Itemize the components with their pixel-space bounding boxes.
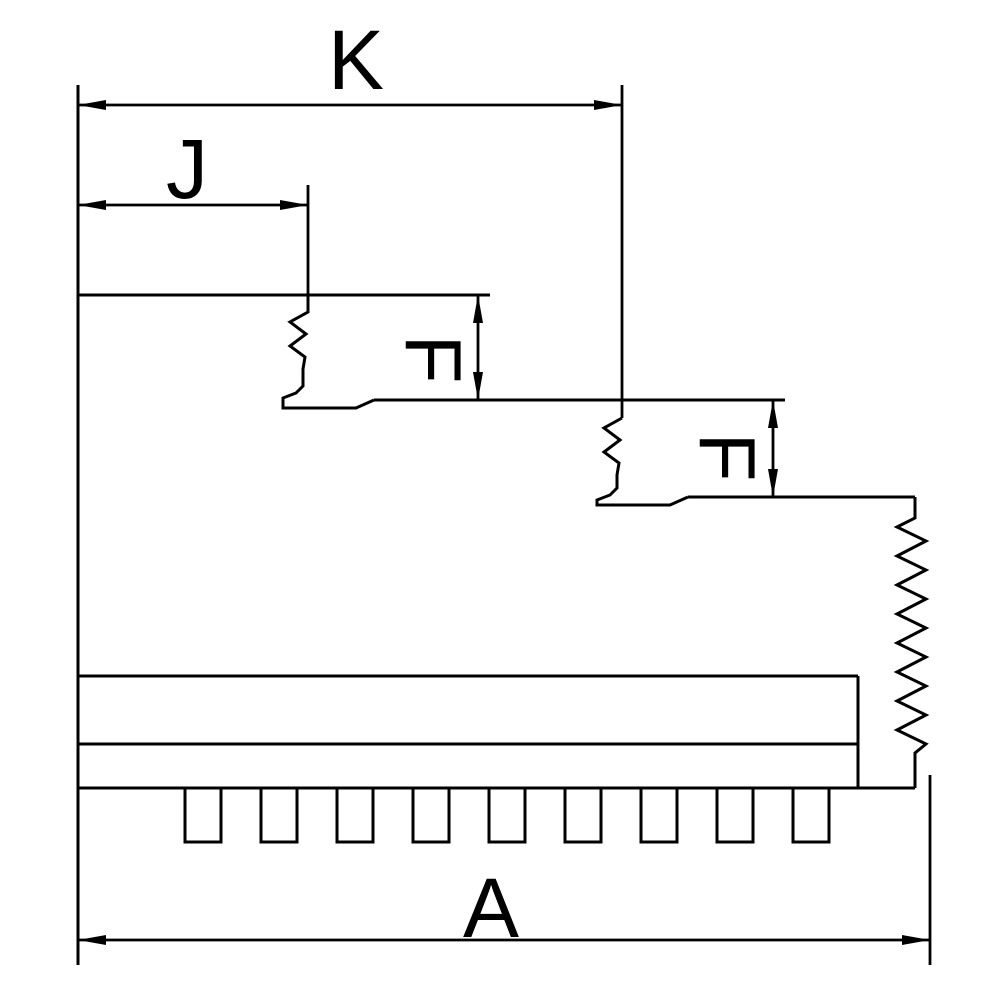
dimension-f2-arrow-top bbox=[768, 400, 778, 428]
dimension-j-label: J bbox=[166, 122, 208, 216]
dimension-a-arrow-right bbox=[902, 935, 930, 945]
dimension-f1-arrow-top bbox=[473, 295, 483, 323]
dimension-k: K bbox=[78, 13, 622, 110]
dimension-f-step2: F bbox=[683, 400, 778, 497]
dimension-k-label: K bbox=[328, 13, 384, 107]
dimension-f2-label: F bbox=[683, 433, 772, 482]
side-guide-groove bbox=[78, 674, 860, 788]
dimension-a-arrow-left bbox=[78, 935, 106, 945]
dimension-a: A bbox=[78, 861, 930, 955]
first-step-serrated-face bbox=[281, 295, 375, 410]
dimension-j-arrow-left bbox=[78, 200, 106, 210]
jaw-profile-outline bbox=[76, 85, 930, 965]
dimension-f-step1: F bbox=[389, 295, 483, 400]
dimension-f1-arrow-bottom bbox=[473, 372, 483, 400]
dimension-k-arrow-left bbox=[78, 100, 106, 110]
bottom-serration-teeth bbox=[183, 788, 831, 844]
second-step-serrated-face bbox=[595, 416, 689, 507]
dimension-f1-label: F bbox=[389, 335, 478, 384]
rear-mounting-serration bbox=[893, 497, 930, 788]
dimension-f2-arrow-bottom bbox=[768, 469, 778, 497]
extension-lines bbox=[306, 85, 932, 965]
dimension-j-arrow-right bbox=[280, 200, 308, 210]
dimension-k-arrow-right bbox=[594, 100, 622, 110]
dimension-j: J bbox=[78, 122, 308, 216]
dimension-a-label: A bbox=[463, 861, 519, 955]
